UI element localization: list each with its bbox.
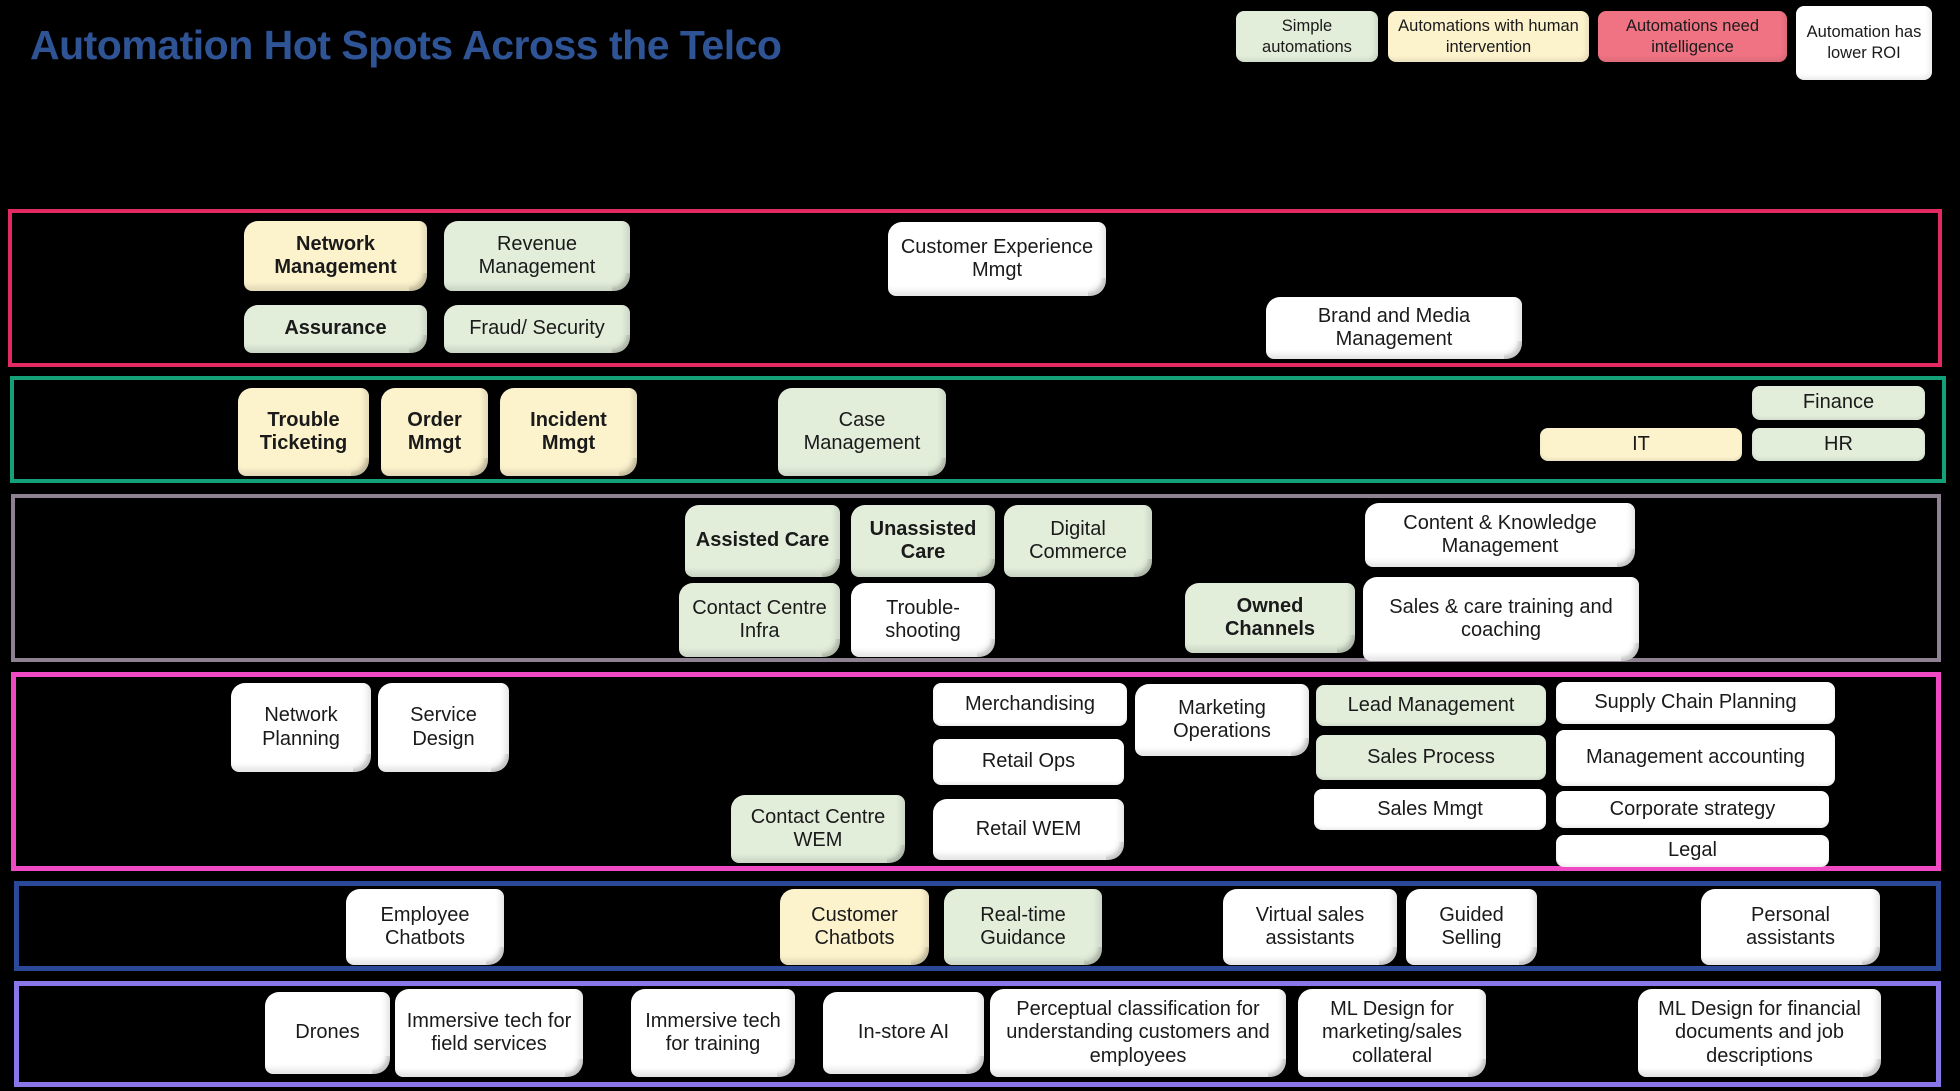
card-owned-channels: Owned Channels	[1185, 583, 1355, 653]
card-real-time-guidance: Real-time Guidance	[944, 889, 1102, 965]
card-assisted-care: Assisted Care	[685, 505, 840, 577]
card-customer-chatbots: Customer Chatbots	[780, 889, 929, 965]
card-ml-design-for-financial-documents-and-job-descriptions: ML Design for financial documents and jo…	[1638, 989, 1881, 1077]
card-supply-chain-planning: Supply Chain Planning	[1556, 682, 1835, 724]
card-sales-care-training-and-coaching: Sales & care training and coaching	[1363, 577, 1639, 661]
card-employee-chatbots: Employee Chatbots	[346, 889, 504, 965]
card-lead-management: Lead Management	[1316, 685, 1546, 726]
row-band-3	[11, 494, 1941, 662]
card-network-management: Network Management	[244, 221, 427, 291]
card-it: IT	[1540, 428, 1742, 461]
card-drones: Drones	[265, 992, 390, 1074]
card-contact-centre-wem: Contact Centre WEM	[731, 795, 905, 863]
legend-item-automations-need-intelligence: Automations need intelligence	[1598, 11, 1787, 62]
card-immersive-tech-for-field-services: Immersive tech for field services	[395, 989, 583, 1077]
card-retail-wem: Retail WEM	[933, 799, 1124, 860]
card-content-knowledge-management: Content & Knowledge Management	[1365, 503, 1635, 567]
card-merchandising: Merchandising	[933, 683, 1127, 726]
card-unassisted-care: Unassisted Care	[851, 505, 995, 577]
card-legal: Legal	[1556, 835, 1829, 867]
legend-item-automation-has-lower-roi: Automation has lower ROI	[1796, 6, 1932, 80]
card-case-management: Case Management	[778, 388, 946, 476]
legend-item-simple-automations: Simple automations	[1236, 11, 1378, 62]
card-network-planning: Network Planning	[231, 683, 371, 772]
card-trouble-ticketing: Trouble Ticketing	[238, 388, 369, 476]
card-trouble-shooting: Trouble-shooting	[851, 583, 995, 657]
card-ml-design-for-marketing-sales-collateral: ML Design for marketing/sales collateral	[1298, 989, 1486, 1077]
card-immersive-tech-for-training: Immersive tech for training	[631, 989, 795, 1077]
row-band-6	[14, 981, 1941, 1087]
card-contact-centre-infra: Contact Centre Infra	[679, 583, 840, 657]
row-band-5	[14, 881, 1941, 971]
legend-item-automations-with-human-intervention: Automations with human intervention	[1388, 11, 1589, 62]
card-incident-mmgt: Incident Mmgt	[500, 388, 637, 476]
card-sales-process: Sales Process	[1316, 735, 1546, 780]
card-hr: HR	[1752, 428, 1925, 461]
card-sales-mmgt: Sales Mmgt	[1314, 789, 1546, 830]
card-fraud-security: Fraud/ Security	[444, 305, 630, 353]
card-service-design: Service Design	[378, 683, 509, 772]
row-band-1	[8, 209, 1942, 367]
row-band-2	[10, 376, 1946, 483]
card-in-store-ai: In-store AI	[823, 992, 984, 1074]
card-order-mmgt: Order Mmgt	[381, 388, 488, 476]
card-retail-ops: Retail Ops	[933, 739, 1124, 785]
card-perceptual-classification-for-understanding-customers-and-employees: Perceptual classification for understand…	[990, 989, 1286, 1077]
card-revenue-management: Revenue Management	[444, 221, 630, 291]
card-corporate-strategy: Corporate strategy	[1556, 791, 1829, 828]
card-brand-and-media-management: Brand and Media Management	[1266, 297, 1522, 359]
page-title: Automation Hot Spots Across the Telco	[30, 22, 782, 68]
row-band-4	[11, 672, 1941, 871]
card-marketing-operations: Marketing Operations	[1135, 684, 1309, 756]
card-finance: Finance	[1752, 386, 1925, 420]
card-digital-commerce: Digital Commerce	[1004, 505, 1152, 577]
card-assurance: Assurance	[244, 305, 427, 353]
card-customer-experience-mmgt: Customer Experience Mmgt	[888, 222, 1106, 296]
card-guided-selling: Guided Selling	[1406, 889, 1537, 965]
card-personal-assistants: Personal assistants	[1701, 889, 1880, 965]
card-management-accounting: Management accounting	[1556, 730, 1835, 786]
card-virtual-sales-assistants: Virtual sales assistants	[1223, 889, 1397, 965]
